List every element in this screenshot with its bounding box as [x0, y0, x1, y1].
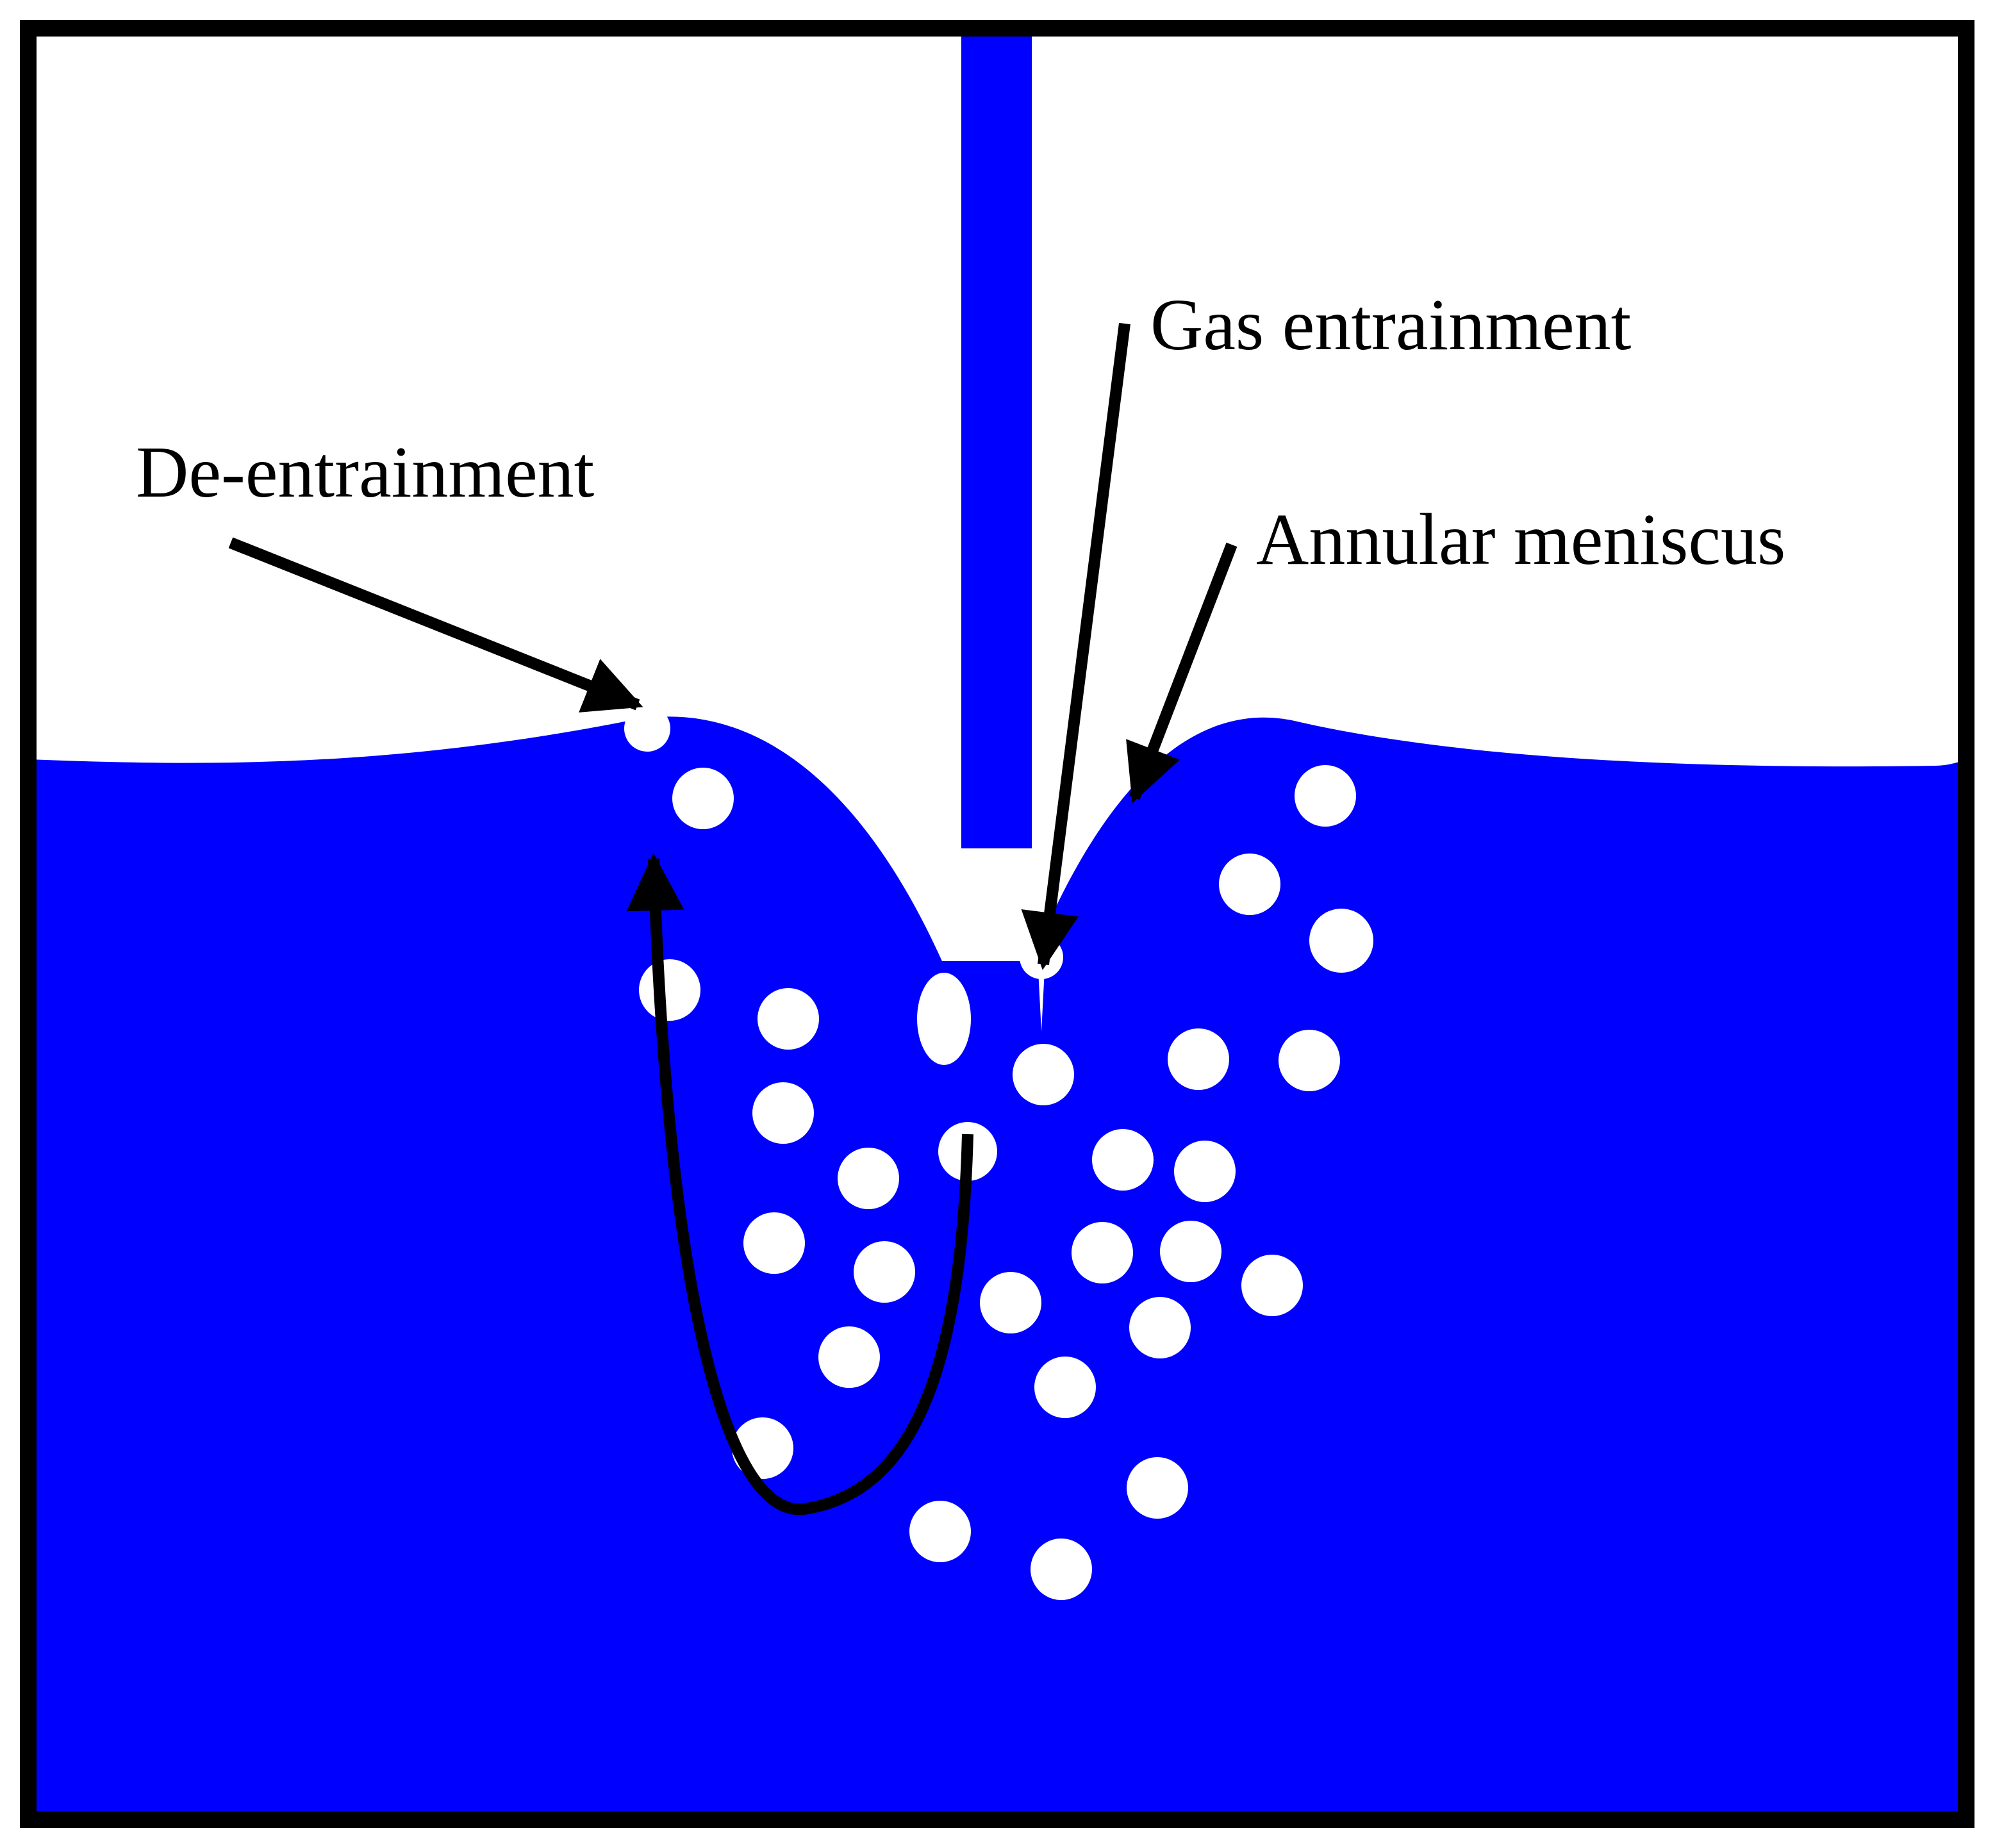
- gas-bubble: [672, 768, 734, 829]
- gas-bubble: [743, 1212, 805, 1274]
- gas-bubble: [1279, 1030, 1340, 1091]
- gas-bubble: [752, 1082, 814, 1144]
- annular-meniscus-arrow: [1126, 542, 1238, 804]
- gas-bubble: [757, 988, 819, 1050]
- gas-bubble: [1127, 1457, 1188, 1519]
- bubble-group: [624, 705, 1373, 1600]
- gas-bubble: [818, 1326, 880, 1388]
- gas-bubble: [854, 1241, 915, 1303]
- gas-bubble: [980, 1272, 1041, 1333]
- gas-bubble: [1219, 854, 1280, 915]
- gas-bubble: [1034, 1357, 1096, 1418]
- gas-bubble: [639, 959, 700, 1021]
- de-entrainment-arrow: [228, 537, 643, 713]
- gas-bubble: [1174, 1141, 1236, 1202]
- de-entrainment-label: De-entrainment: [136, 431, 594, 513]
- gas-bubble: [1072, 1222, 1133, 1283]
- gas-bubble: [1013, 1044, 1074, 1105]
- gas-bubble: [909, 1501, 971, 1562]
- gas-bubble: [1241, 1255, 1303, 1316]
- gas-bubble: [838, 1148, 899, 1209]
- gas-bubble: [1295, 765, 1356, 827]
- annular-meniscus-label: Annular meniscus: [1256, 499, 1785, 580]
- liquid-pool: [28, 716, 1966, 1820]
- gas-bubble: [1160, 1221, 1221, 1282]
- falling-stream: [961, 28, 1032, 848]
- gas-bubble: [1092, 1129, 1154, 1191]
- gas-bubble: [1031, 1539, 1092, 1600]
- gas-bubble: [624, 705, 670, 752]
- frame-border: [20, 20, 1974, 1828]
- gas-bubble: [1129, 1297, 1191, 1358]
- gas-bubble: [1168, 1028, 1229, 1090]
- gas-bubble: [1309, 909, 1373, 973]
- gas-entrainment-label: Gas entrainment: [1150, 284, 1631, 365]
- gas-entrainment-arrow: [1021, 322, 1130, 970]
- recirculation-arrow: [626, 853, 973, 1515]
- gas-bubble: [933, 878, 991, 936]
- elongated-bubble: [917, 973, 971, 1065]
